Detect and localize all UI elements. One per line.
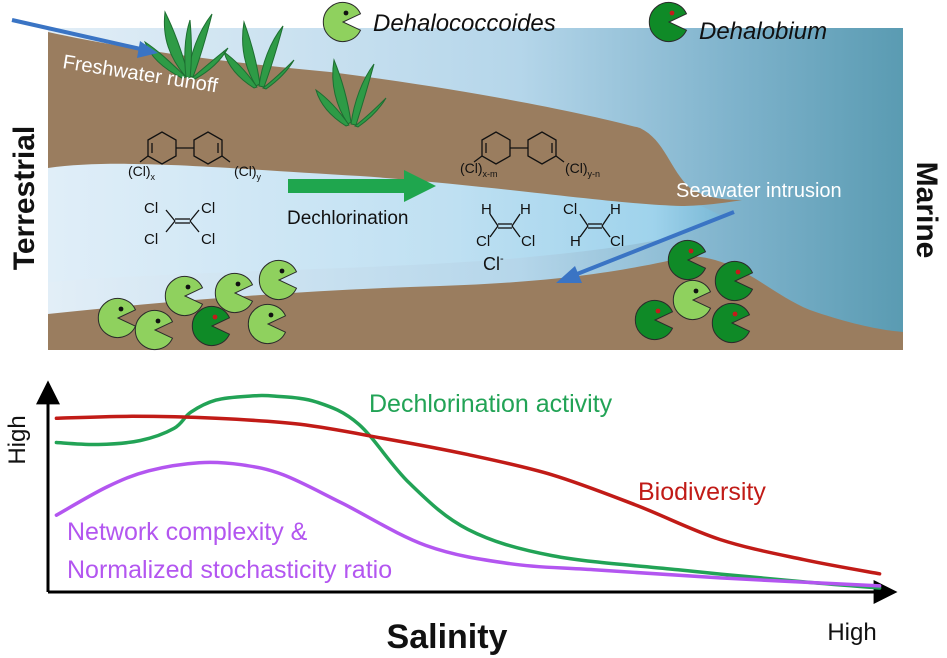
chloride-ion: Cl- — [483, 253, 504, 274]
seawater-label: Seawater intrusion — [676, 180, 842, 202]
terrestrial-label: Terrestrial — [8, 126, 41, 271]
series-label-dechlorination: Dechlorination activity — [369, 390, 613, 418]
tetrachloroethene-bonds — [165, 209, 200, 233]
marine-label: Marine — [910, 162, 943, 259]
seawater-arrow — [556, 210, 735, 283]
cis-cl-1: Cl — [476, 233, 490, 250]
dehalococcoides-microbe — [247, 304, 286, 344]
trans-cl-2: Cl — [610, 233, 624, 250]
dehalococcoides-microbe — [97, 298, 136, 338]
legend-dehalococcoides-icon — [322, 2, 361, 42]
freshwater-arrow — [11, 18, 158, 58]
series-line-biodiversity — [54, 414, 882, 576]
series-line-network-complexity — [54, 460, 882, 588]
cis-dce-bonds — [489, 213, 521, 238]
series-layer — [54, 393, 882, 590]
seagrass-middle — [223, 20, 295, 90]
pcb-right-x: (Cl)x-m — [460, 160, 498, 179]
seagrass-right — [315, 58, 387, 128]
trans-h-1: H — [610, 201, 621, 218]
dehalobium-microbe — [711, 303, 750, 343]
microbes-terrestrial — [97, 260, 297, 350]
cis-cl-2: Cl — [521, 233, 535, 250]
y-axis-high-label: High — [4, 415, 31, 464]
dehalococcoides-microbe — [258, 260, 297, 300]
dehalobium-microbe — [191, 306, 230, 346]
pcb-left-molecule — [139, 131, 231, 165]
salinity-trend-chart: High High Salinity Dechlorination activi… — [4, 380, 898, 656]
upper-bank — [48, 32, 742, 206]
series-label-network-line1: Network complexity & — [67, 518, 308, 546]
legend-dehalococcoides-label: Dehalococcoides — [373, 10, 556, 37]
dechlorination-label: Dechlorination — [287, 208, 408, 229]
legend-dehalobium-label: Dehalobium — [699, 18, 827, 45]
dechlorination-arrow — [288, 170, 436, 202]
cis-h-2: H — [520, 201, 531, 218]
pcb-left-x: (Cl)x — [128, 163, 156, 182]
x-axis-high-label: High — [827, 619, 876, 646]
dehalococcoides-microbe — [214, 273, 253, 313]
dehalococcoides-microbe — [164, 276, 203, 316]
pcb-left-y: (Cl)y — [234, 163, 262, 182]
pce-cl-4: Cl — [201, 231, 215, 248]
dehalobium-microbe — [667, 240, 706, 280]
pce-cl-1: Cl — [144, 200, 158, 217]
seagrass-left — [144, 10, 229, 80]
trans-h-2: H — [570, 233, 581, 250]
x-axis-title: Salinity — [387, 618, 508, 656]
dehalococcoides-microbe — [134, 310, 173, 350]
pcb-right-molecule — [473, 131, 565, 165]
dehalococcoides-microbe — [672, 280, 711, 320]
freshwater-channel — [48, 140, 720, 282]
microbes-marine — [634, 240, 753, 343]
legend-dehalobium-icon — [648, 2, 687, 42]
pce-cl-2: Cl — [201, 200, 215, 217]
series-label-network-line2: Normalized stochasticity ratio — [67, 556, 392, 584]
trans-cl-1: Cl — [563, 201, 577, 218]
legend: Dehalococcoides Dehalobium — [322, 2, 827, 45]
pcb-right-y: (Cl)y-n — [565, 160, 600, 179]
series-line-dechlorination-activity — [54, 393, 882, 590]
estuary-scene: Freshwater runoff Seawater intrusion Dec… — [11, 10, 903, 350]
pce-cl-3: Cl — [144, 231, 158, 248]
dehalobium-microbe — [634, 300, 673, 340]
series-label-biodiversity: Biodiversity — [638, 478, 766, 506]
trans-dce-bonds — [579, 213, 611, 238]
cis-h-1: H — [481, 201, 492, 218]
dehalobium-microbe — [714, 261, 753, 301]
